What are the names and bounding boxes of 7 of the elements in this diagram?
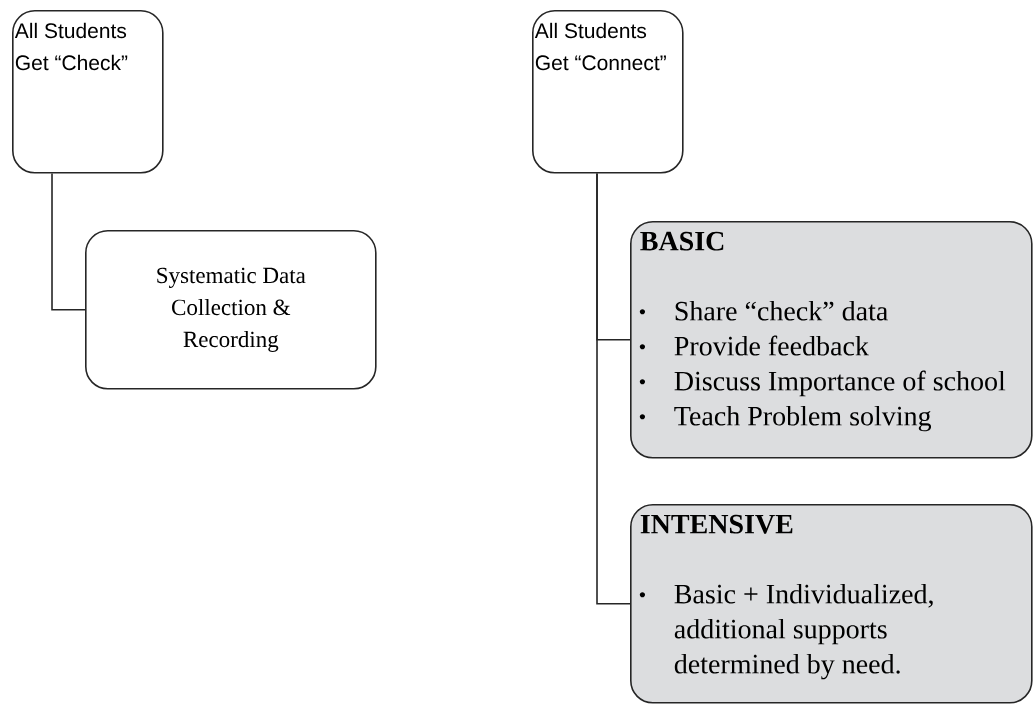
list-box: INTENSIVE Basic + Individualized, additional supports determined by need. (630, 504, 1033, 704)
connector-line (596, 172, 631, 605)
title-box: All Students Get “Check” (12, 10, 164, 174)
process-box: Systematic Data Collection & Recording (85, 230, 377, 390)
connector-line (51, 172, 86, 311)
title-box: All Students Get “Connect” (532, 10, 684, 174)
list-box: BASIC Share “check” data Provide feedback Discuss Importance of school Teach Problem solving (630, 221, 1033, 459)
